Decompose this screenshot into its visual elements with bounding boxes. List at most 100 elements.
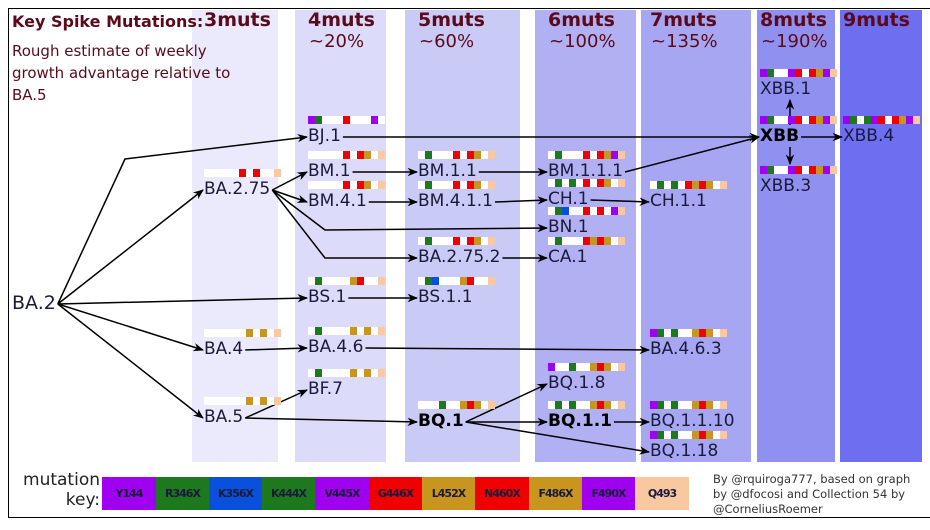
mutation-cell <box>364 116 371 124</box>
mutation-cell <box>788 69 795 77</box>
mutation-cell <box>555 237 562 245</box>
column-header: 3muts <box>204 9 271 31</box>
mutation-cell <box>657 401 664 409</box>
mutation-cell <box>315 116 322 124</box>
mutation-cell <box>650 181 657 189</box>
mutation-cell <box>446 401 453 409</box>
mutation-cell <box>308 151 315 159</box>
mutation-cell <box>576 207 583 215</box>
mutation-cell <box>329 327 336 335</box>
mutation-cell <box>322 277 329 285</box>
mutation-cell <box>343 151 350 159</box>
variant-ch-1-1: CH.1.1 <box>650 191 707 211</box>
mutation-cell <box>232 329 239 337</box>
mutation-cell <box>548 363 555 371</box>
mutation-cell <box>425 151 432 159</box>
variant-ba-4-6: BA.4.6 <box>308 337 364 357</box>
mutation-cell <box>604 151 611 159</box>
mutation-cell <box>706 431 713 439</box>
mutation-cell <box>678 431 685 439</box>
diagram-subtitle: Rough estimate of weekly growth advantag… <box>12 42 231 104</box>
mutation-cell <box>562 179 569 187</box>
variant-ca-1: CA.1 <box>548 247 588 267</box>
mutation-cell <box>657 431 664 439</box>
mutation-cell <box>350 181 357 189</box>
mutation-cell <box>767 69 774 77</box>
mutation-cell <box>604 179 611 187</box>
variant-xbb-1: XBB.1 <box>760 79 812 99</box>
variant-bf-7: BF.7 <box>308 379 343 399</box>
mutation-bar <box>308 151 385 159</box>
column-header: 9muts <box>843 9 910 31</box>
mutation-cell <box>548 207 555 215</box>
mutation-cell <box>474 401 481 409</box>
mutation-key-f490x: F490X <box>582 477 635 510</box>
mutation-cell <box>378 277 385 285</box>
mutation-cell <box>329 151 336 159</box>
mutation-bar <box>650 181 727 189</box>
mutation-cell <box>604 237 611 245</box>
mutation-cell <box>467 277 474 285</box>
mutation-cell <box>706 181 713 189</box>
mutation-cell <box>322 327 329 335</box>
mutation-cell <box>350 327 357 335</box>
mutation-cell <box>460 151 467 159</box>
mutation-cell <box>432 181 439 189</box>
mutation-cell <box>583 401 590 409</box>
mutation-bar <box>418 237 495 245</box>
mutation-cell <box>562 363 569 371</box>
mutation-key-k356x: K356X <box>209 477 262 510</box>
mutation-cell <box>597 207 604 215</box>
mutation-cell <box>481 277 488 285</box>
mutation-cell <box>474 237 481 245</box>
mutation-cell <box>618 401 625 409</box>
mutation-cell <box>720 329 727 337</box>
variant-bm-4-1-1: BM.4.1.1 <box>418 191 493 211</box>
mutation-key-g446x: G446X <box>369 477 422 510</box>
mutation-cell <box>562 151 569 159</box>
mutation-bar <box>760 69 837 77</box>
mutation-bar <box>308 327 385 335</box>
mutation-cell <box>720 431 727 439</box>
mutation-cell <box>218 397 225 405</box>
mutation-cell <box>899 116 906 124</box>
variant-bm-1-1-1: BM.1.1.1 <box>548 161 623 181</box>
mutation-cell <box>555 207 562 215</box>
mutation-cell <box>239 169 246 177</box>
mutation-key-r346x: R346X <box>156 477 209 510</box>
mutation-cell <box>611 363 618 371</box>
mutation-cell <box>611 237 618 245</box>
mutation-bar <box>204 169 281 177</box>
mutation-cell <box>823 116 830 124</box>
mutation-cell <box>364 369 371 377</box>
mutation-cell <box>548 401 555 409</box>
mutation-cell <box>460 277 467 285</box>
mutation-cell <box>460 181 467 189</box>
mutation-cell <box>453 277 460 285</box>
mutation-cell <box>569 401 576 409</box>
mutation-cell <box>246 169 253 177</box>
mutation-bar <box>650 401 727 409</box>
mutation-cell <box>774 116 781 124</box>
mutation-cell <box>253 397 260 405</box>
mutation-key-f486x: F486X <box>529 477 582 510</box>
mutation-cell <box>816 116 823 124</box>
mutation-cell <box>795 69 802 77</box>
mutation-key-y144: Y144 <box>102 477 156 510</box>
mutation-cell <box>481 151 488 159</box>
variant-bq-1-1-10: BQ.1.1.10 <box>650 411 735 431</box>
mutation-cell <box>267 169 274 177</box>
mutation-key-label: mutation key: <box>23 470 100 510</box>
mutation-cell <box>460 401 467 409</box>
mutation-cell <box>760 69 767 77</box>
mutation-cell <box>336 116 343 124</box>
mutation-key-k444x: K444X <box>262 477 315 510</box>
growth-advantage: ~20% <box>309 31 365 52</box>
variant-ba-4-6-3: BA.4.6.3 <box>650 339 722 359</box>
variant-ba-2-75: BA.2.75 <box>204 179 271 199</box>
mutation-cell <box>650 329 657 337</box>
growth-advantage: ~100% <box>549 31 616 52</box>
mutation-cell <box>604 363 611 371</box>
mutation-cell <box>357 369 364 377</box>
mutation-cell <box>583 151 590 159</box>
